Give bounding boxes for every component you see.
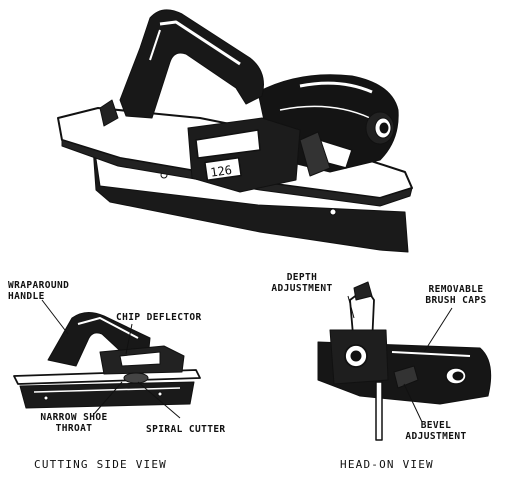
label-bevel-adjustment: BEVEL ADJUSTMENT [396,420,476,442]
label-line: BRUSH CAPS [425,295,487,306]
head-view-leaders [347,295,453,423]
label-line: REMOVABLE [428,284,484,295]
head-on-view [317,281,492,441]
label-removable-brush-caps: REMOVABLE BRUSH CAPS [414,284,498,306]
label-line: ADJUSTMENT [405,431,467,442]
label-line: THROAT [55,423,93,434]
label-line: DEPTH [286,272,318,283]
label-line: WRAPAROUND [8,280,70,291]
label-spiral-cutter: SPIRAL CUTTER [146,424,226,435]
depth-counter: 126 [209,163,232,180]
label-line: HANDLE [8,291,45,302]
handle-loop [119,9,264,119]
cutting-side-view [13,312,201,409]
caption-cutting-side-view: CUTTING SIDE VIEW [34,458,167,471]
label-line: NARROW SHOE [40,412,108,423]
fence-plate [91,131,409,253]
side-view-leaders [41,299,181,419]
label-chip-deflector: CHIP DEFLECTOR [116,312,202,323]
label-wraparound-handle: WRAPAROUND HANDLE [8,280,69,302]
label-narrow-shoe-throat: NARROW SHOE THROAT [28,412,120,434]
label-line: ADJUSTMENT [271,283,333,294]
power-plane-perspective [57,9,413,253]
label-line: BEVEL [420,420,452,431]
label-depth-adjustment: DEPTH ADJUSTMENT [262,272,342,294]
caption-head-on-view: HEAD-ON VIEW [340,458,434,471]
